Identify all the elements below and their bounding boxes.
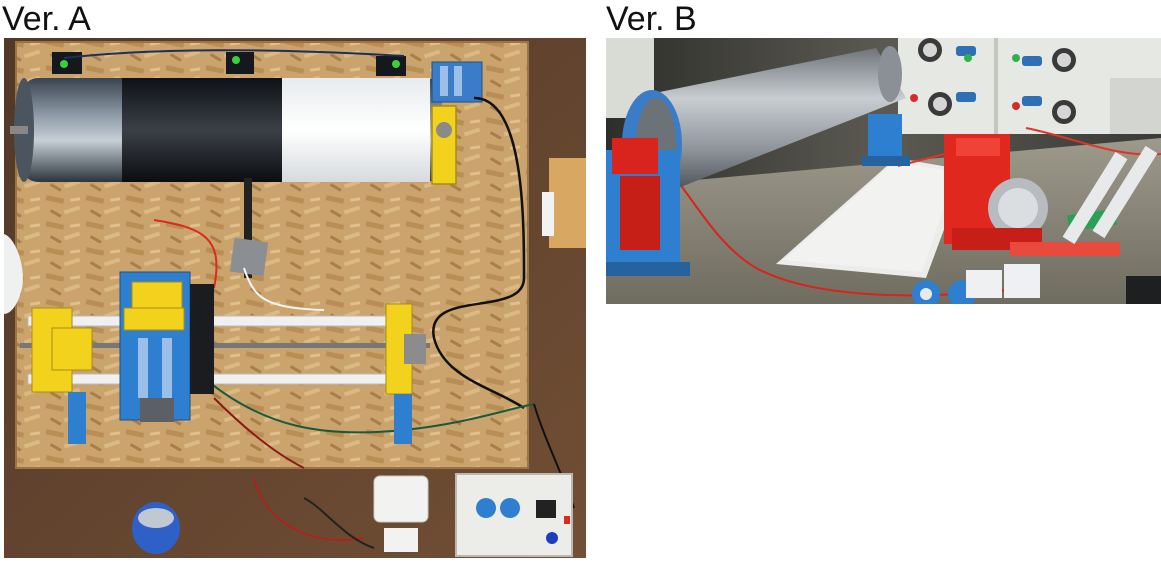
panel-b-label: Ver. B [606, 0, 697, 38]
photo-ver-a [4, 38, 586, 558]
electrospinning-device-top-view-photo [4, 38, 586, 558]
photo-ver-b [606, 38, 1161, 304]
electrospinning-device-side-view-photo [606, 38, 1161, 304]
panel-a-label: Ver. A [2, 0, 91, 38]
